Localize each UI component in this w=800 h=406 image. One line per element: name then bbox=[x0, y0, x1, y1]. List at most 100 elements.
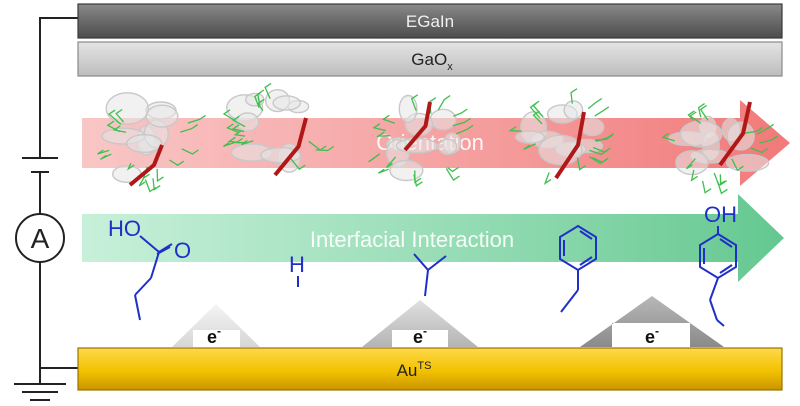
protein-side-chain bbox=[592, 157, 609, 163]
electron-arrow-middle-shape bbox=[362, 300, 478, 347]
electron-arrow-right: e- bbox=[580, 296, 724, 347]
gaox-label: GaOx bbox=[411, 50, 453, 73]
electron-left-symbol: e bbox=[207, 327, 217, 347]
protein-side-chain bbox=[381, 114, 396, 124]
protein-3 bbox=[368, 94, 474, 187]
egain-bar bbox=[77, 3, 783, 39]
protein-side-chain bbox=[699, 104, 709, 121]
electron-arrow-left: e- bbox=[172, 304, 260, 347]
protein-side-chain bbox=[152, 178, 161, 191]
protein-ribbon bbox=[398, 94, 418, 123]
interaction-arrow-shape bbox=[82, 194, 784, 282]
protein-1 bbox=[97, 92, 206, 193]
protein-side-chain bbox=[594, 106, 610, 117]
electron-arrow-middle: e- bbox=[362, 300, 478, 347]
ammeter-label: A bbox=[31, 223, 50, 254]
protein-ribbon bbox=[145, 104, 179, 128]
protein-side-chain bbox=[108, 109, 122, 125]
protein-side-chain bbox=[233, 130, 246, 137]
protein-4 bbox=[508, 88, 614, 186]
protein-side-chain bbox=[97, 149, 110, 155]
interaction-arrow: Interfacial Interaction bbox=[82, 194, 784, 282]
heme-group bbox=[273, 117, 308, 177]
protein-side-chain bbox=[187, 114, 206, 124]
benzyl-molecule bbox=[559, 224, 597, 313]
protein-side-chain bbox=[222, 141, 236, 148]
protein-side-chain bbox=[690, 169, 698, 182]
protein-ribbon bbox=[126, 133, 163, 153]
protein-side-chain bbox=[661, 132, 675, 142]
protein-2 bbox=[222, 82, 335, 177]
protein-ribbon bbox=[105, 92, 150, 125]
carboxylic-acid-molecule bbox=[134, 235, 173, 321]
protein-side-chain bbox=[445, 168, 460, 182]
protein-side-chain bbox=[126, 162, 135, 171]
ammeter-circle bbox=[15, 213, 65, 263]
heme-group bbox=[128, 144, 164, 187]
protein-side-chain bbox=[372, 123, 387, 132]
gold-bar bbox=[77, 347, 783, 391]
phenol-molecule bbox=[699, 226, 737, 327]
protein-side-chain bbox=[257, 98, 265, 112]
protein-side-chain bbox=[386, 156, 397, 168]
protein-side-chain bbox=[543, 172, 552, 186]
protein-side-chain bbox=[455, 124, 474, 135]
protein-side-chain bbox=[701, 180, 712, 194]
protein-ribbon bbox=[437, 138, 458, 156]
gold-label: AuTS bbox=[397, 360, 432, 380]
protein-side-chain bbox=[508, 126, 522, 132]
battery-icon bbox=[22, 157, 58, 173]
protein-ribbon bbox=[389, 159, 424, 182]
protein-ribbon bbox=[244, 92, 265, 107]
protein-side-chain bbox=[289, 157, 306, 171]
heme-group bbox=[403, 101, 432, 152]
egain-label: EGaIn bbox=[406, 12, 454, 31]
protein-ribbon bbox=[429, 108, 457, 131]
electron-arrow-left-shape bbox=[172, 304, 260, 347]
protein-side-chain bbox=[231, 124, 245, 133]
protein-side-chain bbox=[410, 94, 419, 112]
protein-side-chain bbox=[756, 123, 775, 135]
protein-side-chain bbox=[181, 148, 199, 155]
phenol-oh-label: OH bbox=[704, 202, 737, 227]
protein-ribbon bbox=[514, 130, 546, 144]
heme-group bbox=[554, 111, 586, 180]
gaox-subscript: x bbox=[447, 61, 453, 73]
protein-side-chain bbox=[453, 108, 468, 117]
protein-side-chain bbox=[744, 126, 763, 134]
protein-side-chain bbox=[686, 158, 696, 170]
protein-side-chain bbox=[144, 179, 157, 193]
glycine-molecule: H bbox=[289, 252, 305, 287]
glycine-h-label: H bbox=[289, 252, 305, 277]
electron-middle-symbol: e bbox=[413, 327, 423, 347]
protein-side-chain bbox=[437, 95, 451, 111]
carbonyl-o-label: O bbox=[174, 238, 191, 263]
egain-electrode: EGaIn bbox=[77, 3, 783, 39]
protein-side-chain bbox=[169, 159, 185, 166]
electron-arrow-right-shape bbox=[580, 296, 724, 347]
protein-side-chain bbox=[413, 174, 423, 187]
protein-ribbon bbox=[679, 120, 723, 148]
protein-side-chain bbox=[447, 166, 459, 173]
protein-side-chain bbox=[594, 134, 613, 141]
protein-side-chain bbox=[452, 117, 471, 127]
gaox-layer: GaOx bbox=[77, 41, 783, 77]
protein-side-chain bbox=[719, 174, 728, 186]
circuit-wire bbox=[39, 17, 78, 384]
protein-side-chain bbox=[576, 157, 586, 171]
protein-row bbox=[97, 82, 778, 195]
protein-side-chain bbox=[570, 88, 578, 104]
protein-side-chain bbox=[529, 102, 541, 119]
protein-side-chain bbox=[254, 91, 262, 109]
ground-icon bbox=[14, 383, 66, 401]
electron-right-symbol: e bbox=[645, 327, 655, 347]
protein-side-chain bbox=[759, 135, 778, 144]
protein-side-chain bbox=[377, 168, 389, 174]
electron-left-label: e- bbox=[207, 324, 221, 347]
gold-main: Au bbox=[397, 361, 418, 380]
interaction-label: Interfacial Interaction bbox=[310, 227, 514, 252]
protein-side-chain bbox=[264, 82, 272, 99]
protein-side-chain bbox=[731, 158, 744, 172]
